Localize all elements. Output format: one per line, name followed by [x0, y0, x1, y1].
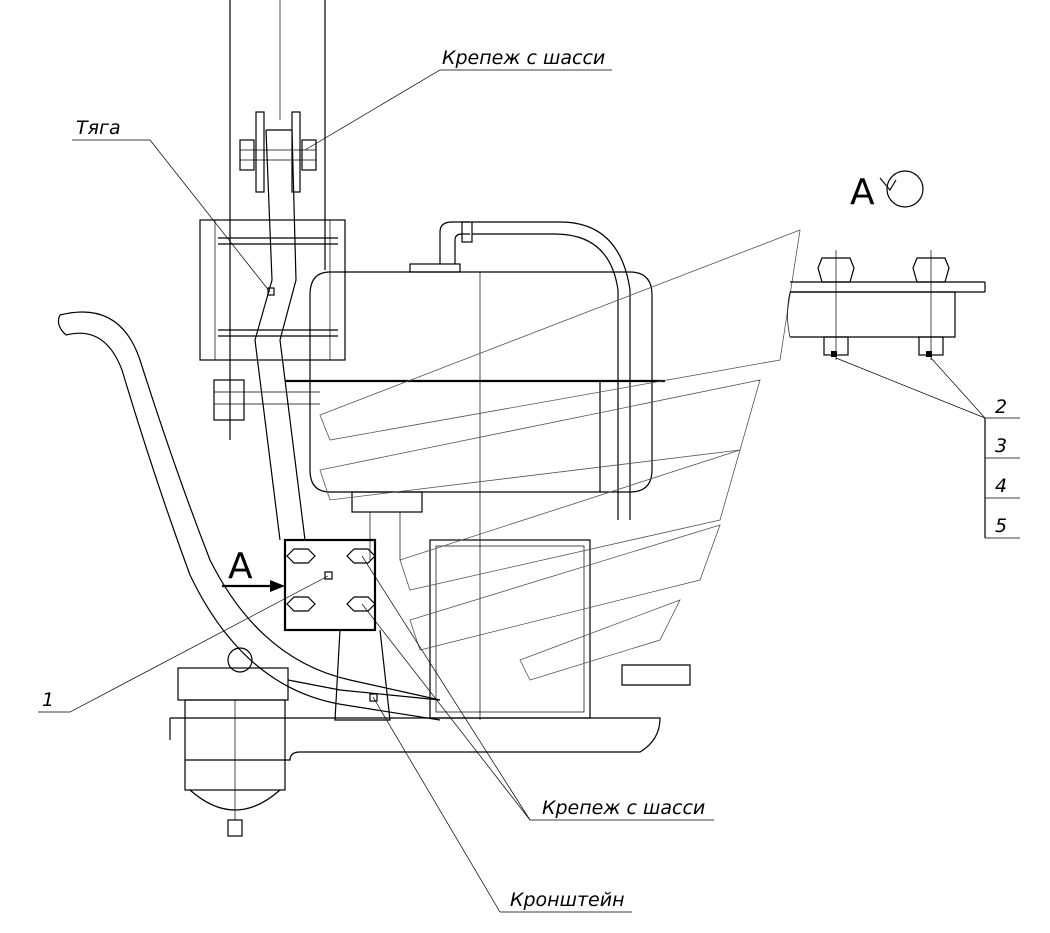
beam-bolts [213, 237, 338, 421]
watermark-chevrons [319, 229, 801, 681]
callout-5: 5 [995, 515, 1007, 537]
label-top-fastening: Крепеж с шасси [442, 47, 605, 69]
tank [285, 221, 665, 720]
label-rod: Тяга [76, 117, 121, 139]
callout-4: 4 [995, 475, 1007, 497]
callout-2: 2 [995, 396, 1007, 418]
rotation-circle-icon [879, 170, 924, 208]
fuel-filter [177, 647, 441, 837]
detail-view-a [787, 250, 1020, 419]
rod [254, 129, 306, 541]
chassis-bottom [169, 717, 661, 761]
leader-lines [38, 69, 714, 913]
callout-table [984, 418, 1020, 539]
chassis-beam [199, 0, 346, 440]
callout-3: 3 [995, 435, 1007, 457]
label-view-title: А [850, 172, 875, 213]
hose [57, 311, 441, 721]
label-item-1: 1 [42, 689, 54, 711]
pump-housing [351, 491, 691, 719]
label-bottom-fastening: Крепеж с шасси [542, 797, 705, 819]
view-arrow-a [222, 580, 285, 592]
top-bolt-assembly [239, 111, 317, 193]
label-bracket: Кронштейн [510, 889, 625, 911]
label-view-arrow: А [228, 546, 253, 587]
bracket-plate [283, 538, 377, 632]
bracket-support [334, 629, 391, 721]
